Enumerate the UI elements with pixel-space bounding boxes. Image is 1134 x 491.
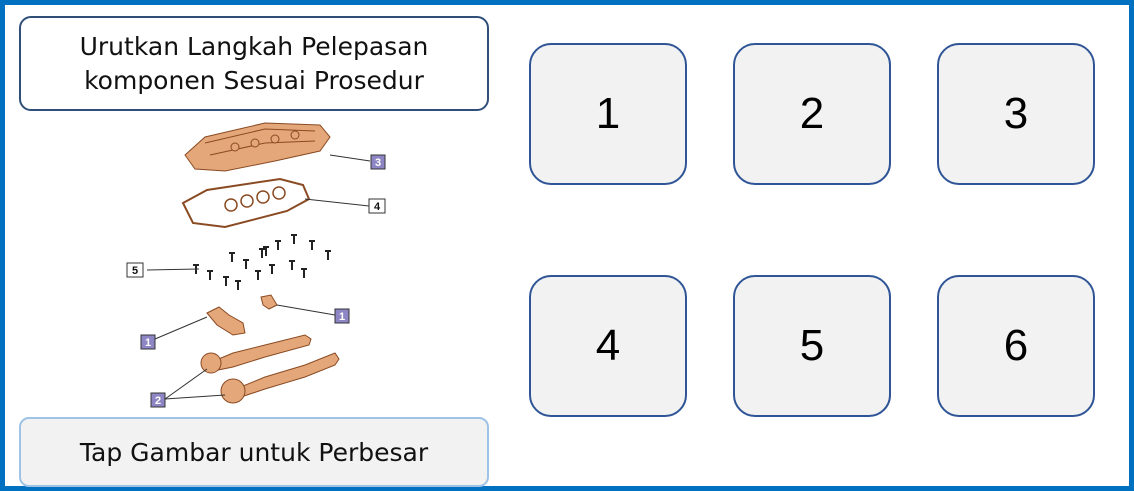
callout-3: 3	[370, 154, 386, 170]
answer-slot-label: 3	[1003, 89, 1029, 138]
callout-4: 4	[368, 198, 386, 214]
instruction-line-2: komponen Sesuai Prosedur	[84, 65, 424, 95]
zoom-image-button[interactable]: Tap Gambar untuk Perbesar	[19, 417, 489, 487]
answer-slot-6[interactable]: 6	[937, 275, 1095, 417]
gasket-part	[181, 177, 311, 229]
zoom-image-label: Tap Gambar untuk Perbesar	[79, 437, 429, 467]
instruction-box: Urutkan Langkah Pelepasan komponen Sesua…	[19, 16, 489, 111]
svg-text:2: 2	[155, 395, 161, 407]
valve-cover-part	[184, 122, 331, 172]
callout-5: 5	[126, 262, 144, 278]
answer-slot-label: 6	[1003, 321, 1029, 370]
answer-slot-label: 2	[799, 89, 825, 138]
callout-1-left: 1	[140, 334, 156, 350]
camshaft-part	[200, 334, 340, 404]
answer-slot-1[interactable]: 1	[529, 43, 687, 185]
callout-2: 2	[150, 392, 166, 408]
svg-text:5: 5	[132, 265, 138, 277]
answer-slot-3[interactable]: 3	[937, 43, 1095, 185]
answer-slot-5[interactable]: 5	[733, 275, 891, 417]
instruction-line-1: Urutkan Langkah Pelepasan	[79, 31, 429, 61]
answer-slot-label: 5	[799, 321, 825, 370]
engine-parts-diagram[interactable]: 3 4 5 1 1 2	[115, 115, 415, 415]
bearing-cap-left-part	[206, 306, 246, 336]
answer-slot-label: 1	[595, 89, 621, 138]
svg-text:1: 1	[339, 311, 345, 323]
answer-slot-4[interactable]: 4	[529, 275, 687, 417]
svg-text:3: 3	[375, 157, 381, 169]
callout-1-right: 1	[334, 308, 350, 324]
bearing-cap-right-part	[260, 294, 278, 310]
answer-slot-label: 4	[595, 321, 621, 370]
svg-text:1: 1	[145, 337, 151, 349]
svg-text:4: 4	[374, 201, 381, 213]
answer-slot-2[interactable]: 2	[733, 43, 891, 185]
bolt-set	[193, 234, 331, 290]
